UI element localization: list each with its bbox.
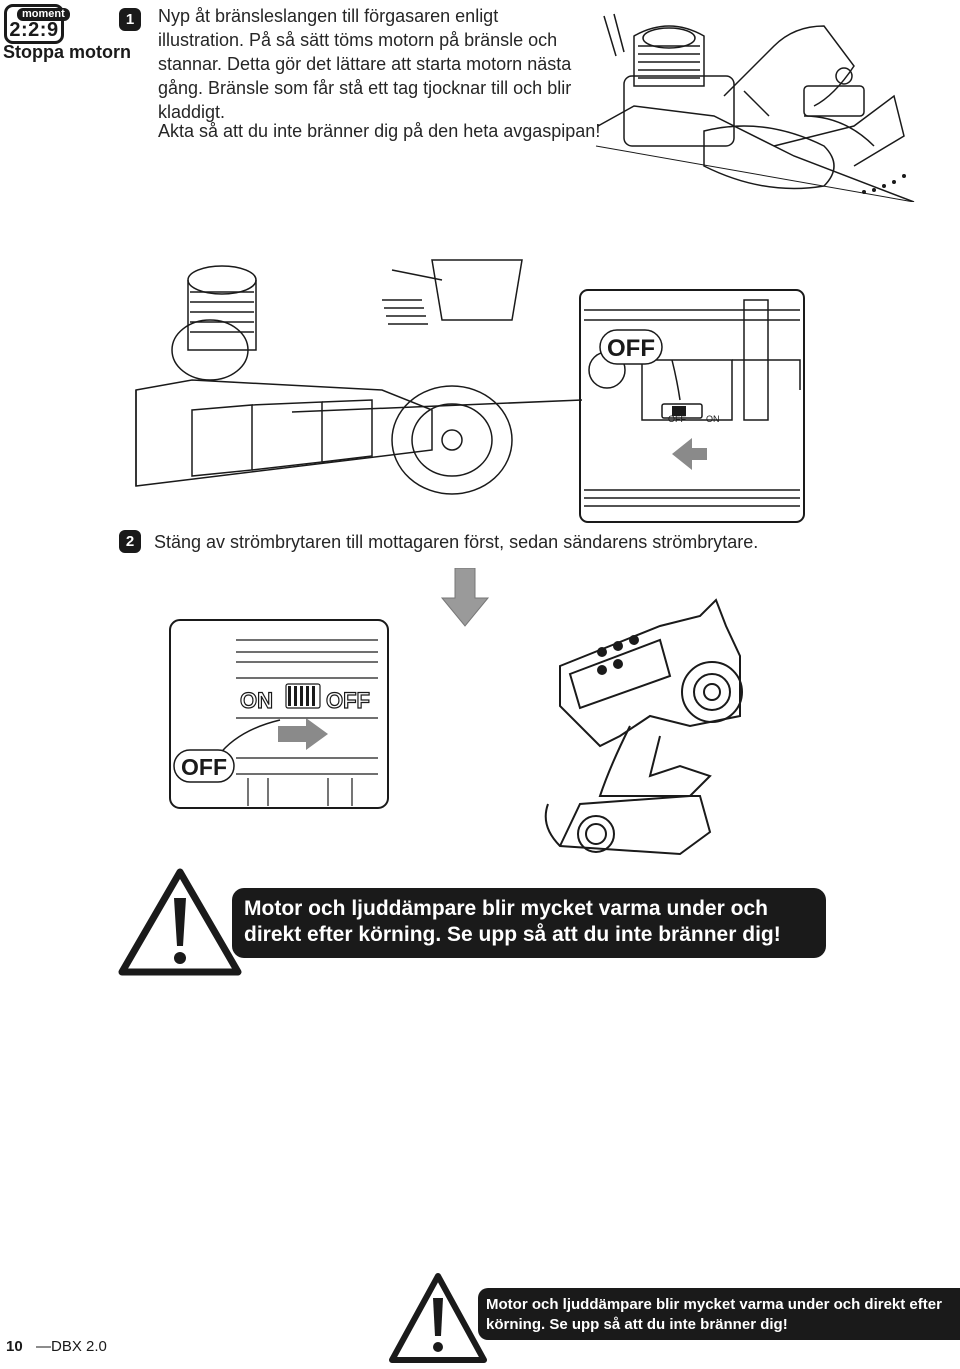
footer-warning-triangle-icon bbox=[389, 1273, 487, 1363]
footer-warning-banner: Motor och ljuddämpare blir mycket varma … bbox=[478, 1288, 960, 1340]
step-1-badge: 1 bbox=[119, 8, 141, 31]
step-2-badge: 2 bbox=[119, 530, 141, 553]
transmitter-switch-inset: ON OFF OFF bbox=[169, 619, 389, 809]
warning-text: Motor och ljuddämpare blir mycket varma … bbox=[244, 897, 781, 946]
tx-on-label: ON bbox=[240, 688, 273, 713]
moment-label: moment bbox=[17, 8, 70, 21]
step-1-caution: Akta så att du inte bränner dig på den h… bbox=[158, 121, 601, 141]
transmitter-illustration bbox=[544, 598, 743, 856]
page-number: 10 bbox=[6, 1338, 23, 1355]
tx-off-callout: OFF bbox=[181, 754, 227, 780]
footer-warning-text: Motor och ljuddämpare blir mycket varma … bbox=[486, 1296, 942, 1333]
tx-off-label: OFF bbox=[326, 688, 370, 713]
moment-badge: moment 2:2:9 bbox=[4, 4, 70, 44]
switch-on-mark: ON bbox=[706, 414, 720, 424]
receiver-switch-illustration: OFF ON OFF bbox=[135, 259, 805, 523]
fuel-line-illustration bbox=[595, 13, 915, 202]
warning-triangle-icon bbox=[118, 868, 242, 976]
slide-right-arrow-icon bbox=[278, 718, 328, 750]
slide-left-arrow-icon bbox=[672, 438, 707, 470]
section-title: Stoppa motorn bbox=[3, 42, 131, 62]
step-2-text: Stäng av strömbrytaren till mottagaren f… bbox=[154, 532, 759, 552]
switch-off-mark: OFF bbox=[668, 414, 686, 424]
moment-number: 2:2:9 bbox=[9, 19, 59, 41]
receiver-off-label: OFF bbox=[607, 335, 655, 362]
down-arrow-icon bbox=[440, 568, 490, 627]
warning-banner: Motor och ljuddämpare blir mycket varma … bbox=[232, 888, 826, 958]
step-1-text: Nyp åt bränsleslangen till förgasaren en… bbox=[158, 6, 572, 122]
footer-model: —DBX 2.0 bbox=[36, 1338, 107, 1355]
